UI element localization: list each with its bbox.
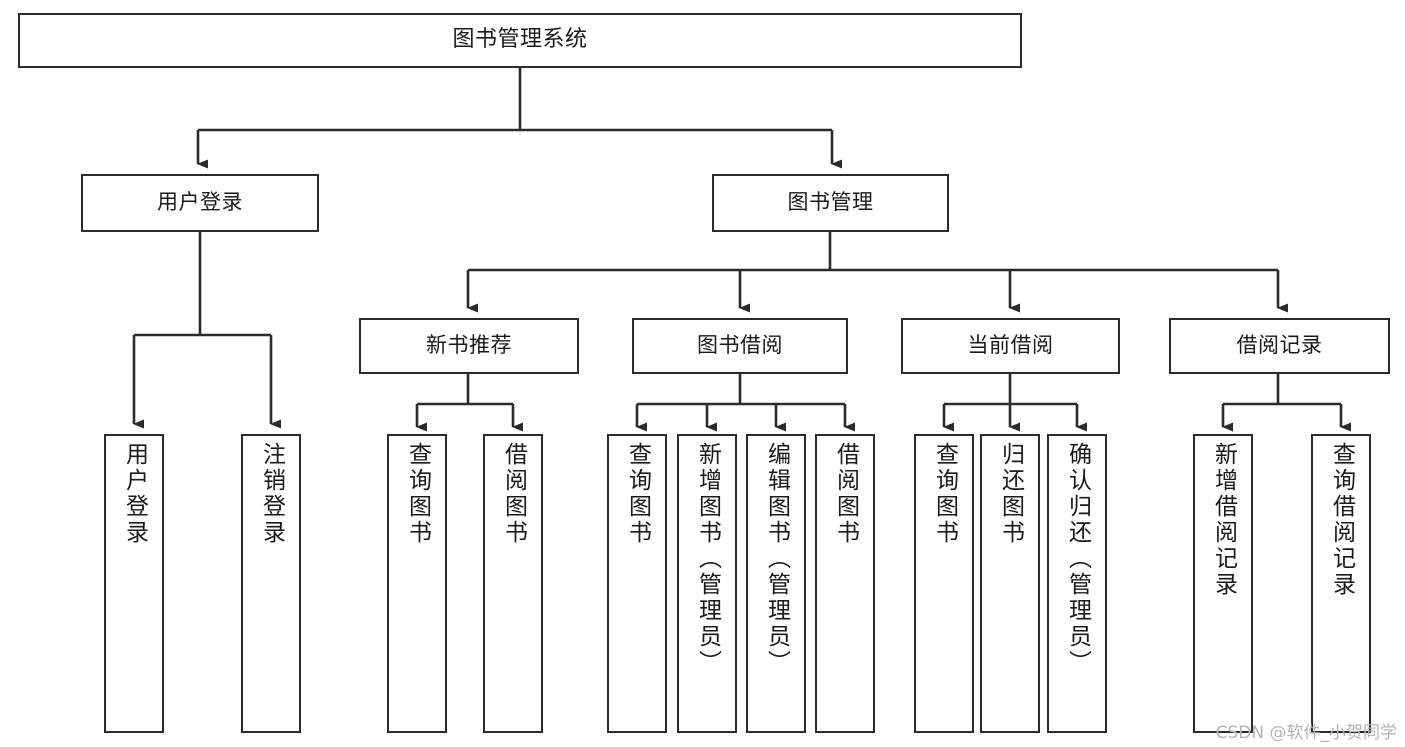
node-borrow-record-label: 借阅记录 <box>1236 333 1323 358</box>
node-leaf-query-book-3[interactable]: 查询图书 <box>914 434 974 733</box>
node-new-book-recommend[interactable]: 新书推荐 <box>359 318 579 374</box>
node-user-login[interactable]: 用户登录 <box>81 174 319 232</box>
node-leaf-user-login-label: 用户登录 <box>121 442 148 546</box>
node-leaf-edit-book-label: 编辑图书（管理员） <box>763 442 790 676</box>
node-leaf-query-book-3-label: 查询图书 <box>931 442 958 546</box>
node-leaf-return-book-label: 归还图书 <box>997 442 1024 546</box>
node-current-borrow-label: 当前借阅 <box>967 333 1054 358</box>
node-leaf-add-record-label: 新增借阅记录 <box>1210 442 1237 598</box>
node-user-login-label: 用户登录 <box>157 190 243 215</box>
node-leaf-logout-login-label: 注销登录 <box>258 442 285 546</box>
node-new-book-recommend-label: 新书推荐 <box>426 333 512 358</box>
node-book-manage-label: 图书管理 <box>787 190 874 215</box>
node-root-label: 图书管理系统 <box>452 27 588 53</box>
node-leaf-confirm-return-label: 确认归还（管理员） <box>1064 442 1091 676</box>
node-leaf-return-book[interactable]: 归还图书 <box>980 434 1040 733</box>
node-leaf-borrow-book-1[interactable]: 借阅图书 <box>483 434 543 733</box>
node-leaf-logout-login[interactable]: 注销登录 <box>241 434 301 733</box>
node-borrow-record[interactable]: 借阅记录 <box>1169 318 1390 374</box>
node-leaf-query-book-1[interactable]: 查询图书 <box>387 434 447 733</box>
node-leaf-query-book-2-label: 查询图书 <box>624 442 651 546</box>
node-leaf-add-book[interactable]: 新增图书（管理员） <box>677 434 737 733</box>
node-current-borrow[interactable]: 当前借阅 <box>901 318 1120 374</box>
node-leaf-add-record[interactable]: 新增借阅记录 <box>1193 434 1253 733</box>
node-book-borrow-label: 图书借阅 <box>697 333 783 358</box>
node-leaf-query-record-label: 查询借阅记录 <box>1328 442 1355 598</box>
node-leaf-borrow-book-1-label: 借阅图书 <box>500 442 527 546</box>
node-book-borrow[interactable]: 图书借阅 <box>632 318 848 374</box>
node-leaf-query-record[interactable]: 查询借阅记录 <box>1311 434 1371 733</box>
node-leaf-edit-book[interactable]: 编辑图书（管理员） <box>746 434 806 733</box>
node-leaf-query-book-2[interactable]: 查询图书 <box>607 434 667 733</box>
node-leaf-borrow-book-2-label: 借阅图书 <box>832 442 859 546</box>
node-leaf-user-login[interactable]: 用户登录 <box>104 434 164 733</box>
node-root[interactable]: 图书管理系统 <box>18 13 1022 68</box>
node-book-manage[interactable]: 图书管理 <box>712 174 949 232</box>
node-leaf-confirm-return[interactable]: 确认归还（管理员） <box>1047 434 1107 733</box>
node-leaf-query-book-1-label: 查询图书 <box>404 442 431 546</box>
node-leaf-borrow-book-2[interactable]: 借阅图书 <box>815 434 875 733</box>
node-leaf-add-book-label: 新增图书（管理员） <box>694 442 721 676</box>
